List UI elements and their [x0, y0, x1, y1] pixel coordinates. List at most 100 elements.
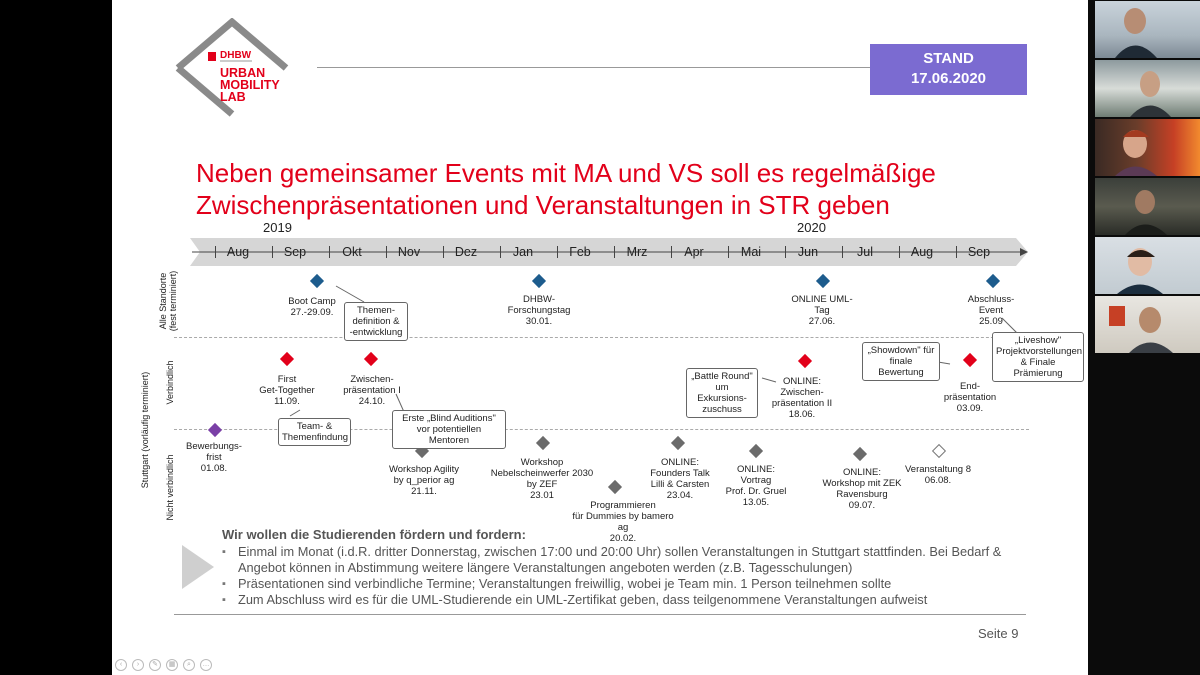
month-label: Okt — [342, 245, 362, 259]
year-2020: 2020 — [797, 220, 826, 235]
participant-avatar-icon — [1109, 306, 1173, 353]
month-tick — [215, 246, 216, 258]
month-tick — [386, 246, 387, 258]
callout-teamfindung: Team- & Themenfindung — [278, 418, 351, 446]
participant-tile-4[interactable] — [1095, 178, 1200, 235]
month-tick — [956, 246, 957, 258]
participant-tile-1[interactable] — [1095, 1, 1200, 58]
dhbw-mark-icon — [208, 52, 216, 61]
callout-blind-auditions: Erste „Blind Auditions" vor potentiellen… — [392, 410, 506, 449]
participant-tile-6[interactable] — [1095, 296, 1200, 353]
participants-sidebar — [1088, 0, 1200, 675]
slide-title: Neben gemeinsamer Events mit MA und VS s… — [196, 157, 1056, 221]
month-label: Dez — [454, 245, 478, 259]
month-tick — [899, 246, 900, 258]
month-label: Apr — [684, 245, 704, 259]
month-label: Jan — [512, 245, 534, 259]
summary-bullet-1: Einmal im Monat (i.d.R. dritter Donnerst… — [222, 544, 1022, 576]
participant-avatar-icon — [1125, 190, 1167, 235]
event-workshop-agility: Workshop Agility by q_perior ag 21.11. — [388, 464, 460, 497]
month-label: Aug — [910, 245, 934, 259]
participant-avatar-icon — [1115, 130, 1157, 176]
summary-bullet-2: Präsentationen sind verbindliche Termine… — [222, 576, 1022, 592]
month-label: Mai — [740, 245, 762, 259]
event-vortrag: ONLINE: Vortrag Prof. Dr. Gruel 13.05. — [725, 464, 787, 508]
logo-line-3: LAB — [220, 90, 246, 104]
title-line-1: Neben gemeinsamer Events mit MA und VS s… — [196, 158, 936, 188]
slides-overview-icon[interactable]: ▦ — [166, 659, 178, 671]
stand-badge: STAND 17.06.2020 — [870, 44, 1027, 95]
month-tick — [614, 246, 615, 258]
event-uml-tag: ONLINE UML- Tag 27.06. — [791, 294, 853, 327]
month-label: Sep — [967, 245, 991, 259]
participant-avatar-icon — [1117, 248, 1163, 294]
logo-institution: DHBW — [220, 50, 252, 61]
event-bootcamp: Boot Camp 27.-29.09. — [288, 296, 336, 318]
event-zek: ONLINE: Workshop mit ZEK Ravensburg 09.0… — [822, 467, 902, 511]
stand-label: STAND — [923, 50, 974, 67]
month-tick — [272, 246, 273, 258]
participant-avatar-icon — [1115, 8, 1157, 58]
callout-battle-round: „Battle Round" um Exkursions- zuschuss — [686, 368, 758, 418]
logo-text: URBAN MOBILITY LAB — [220, 66, 280, 104]
event-founders-talk: ONLINE: Founders Talk Lilli & Carsten 23… — [650, 457, 710, 501]
event-veranstaltung-8: Veranstaltung 8 06.08. — [904, 464, 972, 486]
logo-frame-icon — [175, 18, 289, 117]
event-nebelscheinwerfer: Workshop Nebelscheinwerfer 2030 by ZEF 2… — [490, 457, 594, 501]
participant-tile-5[interactable] — [1095, 237, 1200, 294]
header-rule — [317, 67, 870, 68]
month-label: Feb — [569, 245, 591, 259]
stand-date: 17.06.2020 — [910, 70, 987, 87]
month-tick — [671, 246, 672, 258]
month-label: Mrz — [626, 245, 648, 259]
page-number: Seite 9 — [978, 626, 1019, 641]
month-tick — [557, 246, 558, 258]
month-label: Nov — [397, 245, 421, 259]
logo-underline — [220, 60, 252, 62]
month-label: Jul — [857, 245, 873, 259]
participant-tile-2[interactable] — [1095, 60, 1200, 117]
month-tick — [443, 246, 444, 258]
footer-rule — [174, 614, 1026, 615]
month-tick — [785, 246, 786, 258]
next-slide-icon[interactable]: › — [132, 659, 144, 671]
timeline-band — [190, 238, 1028, 266]
summary-bullet-3: Zum Abschluss wird es für die UML-Studie… — [222, 592, 1022, 608]
summary-bullets: Einmal im Monat (i.d.R. dritter Donnerst… — [222, 544, 1022, 608]
month-label: Sep — [283, 245, 307, 259]
more-options-icon[interactable]: … — [200, 659, 212, 671]
play-arrow-icon — [182, 545, 214, 589]
month-tick — [329, 246, 330, 258]
event-abschluss: Abschluss- Event 25.09 — [967, 294, 1015, 327]
month-tick — [500, 246, 501, 258]
separator-2 — [174, 429, 1029, 430]
event-first-get-together: First Get-Together 11.09. — [259, 374, 315, 407]
callout-showdown: „Showdown" für finale Bewertung — [862, 342, 940, 381]
zoom-icon[interactable]: ⌕ — [183, 659, 195, 671]
event-forschungstag: DHBW- Forschungstag 30.01. — [507, 294, 571, 327]
pen-icon[interactable]: ✎ — [149, 659, 161, 671]
callout-pointers — [289, 285, 1019, 417]
month-label: Aug — [226, 245, 250, 259]
event-zwischenpraesentation-1: Zwischen- präsentation I 24.10. — [343, 374, 401, 407]
callout-themendefinition: Themen- definition & -entwicklung — [344, 302, 408, 341]
month-tick — [842, 246, 843, 258]
summary-heading: Wir wollen die Studierenden fördern und … — [222, 527, 526, 542]
participant-tile-3[interactable] — [1095, 119, 1200, 176]
logo-line-2: MOBILITY — [220, 78, 280, 92]
year-2019: 2019 — [263, 220, 292, 235]
separator-1 — [174, 337, 1029, 338]
callout-liveshow: „Liveshow" Projektvorstellungen & Finale… — [992, 332, 1084, 382]
event-bewerbungsfrist: Bewerbungs- frist 01.08. — [186, 441, 242, 474]
participant-avatar-icon — [1130, 71, 1171, 117]
event-programmieren: Programmieren für Dummies by bamero ag 2… — [572, 500, 674, 544]
presentation-slide: DHBW URBAN MOBILITY LAB STAND 17.06.2020… — [112, 0, 1088, 675]
month-tick — [728, 246, 729, 258]
logo-line-1: URBAN — [220, 66, 266, 80]
prev-slide-icon[interactable]: ‹ — [115, 659, 127, 671]
title-line-2: Zwischenpräsentationen und Veranstaltung… — [196, 190, 890, 220]
month-label: Jun — [797, 245, 819, 259]
event-zwischenpraesentation-2: ONLINE: Zwischen- präsentation II 18.06. — [771, 376, 833, 420]
event-endpraesentation: End- präsentation 03.09. — [943, 381, 997, 414]
